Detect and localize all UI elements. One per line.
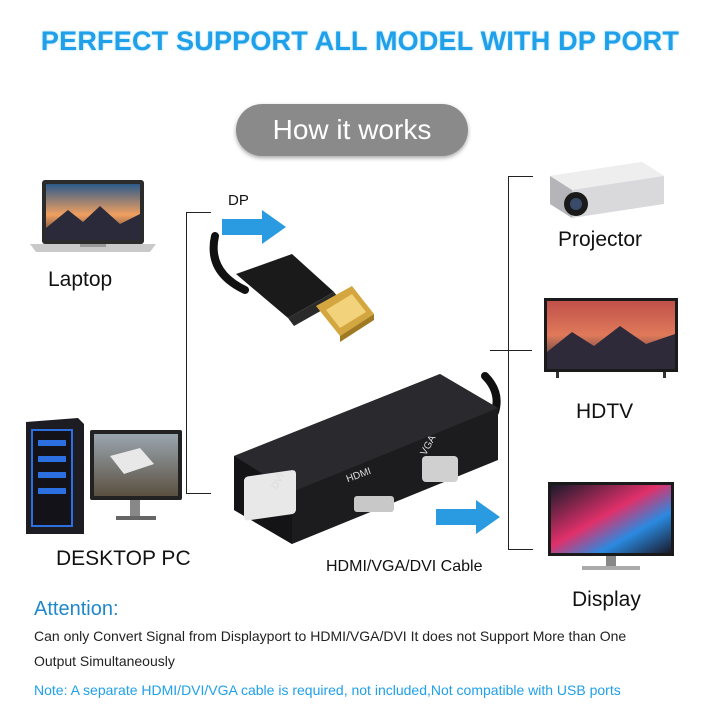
source-bracket bbox=[186, 212, 211, 494]
output-arrow-icon bbox=[436, 500, 500, 534]
adapter-caption: HDMI/VGA/DVI Cable bbox=[326, 558, 483, 575]
attention-line-2: Output Simultaneously bbox=[34, 653, 175, 669]
display-label: Display bbox=[572, 588, 641, 611]
dp-arrow-icon bbox=[222, 210, 286, 244]
output-bracket-stub bbox=[490, 350, 510, 351]
output-bracket-mid-tick bbox=[508, 350, 532, 351]
desktop-pc-icon bbox=[26, 418, 182, 534]
attention-line-1: Can only Convert Signal from Displayport… bbox=[34, 628, 627, 644]
display-icon bbox=[548, 482, 674, 570]
page-headline: PERFECT SUPPORT ALL MODEL WITH DP PORT bbox=[40, 26, 680, 56]
output-bracket bbox=[508, 176, 533, 550]
attention-title: Attention: bbox=[34, 598, 119, 620]
adapter-icon bbox=[234, 374, 498, 544]
laptop-icon bbox=[30, 180, 156, 252]
projector-label: Projector bbox=[558, 228, 643, 251]
attention-note: Note: A separate HDMI/DVI/VGA cable is r… bbox=[34, 682, 621, 698]
dp-connector-icon bbox=[236, 254, 374, 342]
desktop-pc-label: DESKTOP PC bbox=[56, 547, 191, 570]
hdtv-label: HDTV bbox=[576, 400, 634, 423]
how-it-works-badge: How it works bbox=[236, 104, 468, 156]
laptop-label: Laptop bbox=[48, 268, 113, 291]
hdtv-icon bbox=[544, 298, 678, 378]
projector-icon bbox=[550, 162, 664, 218]
dp-arrow-label: DP bbox=[228, 192, 249, 209]
